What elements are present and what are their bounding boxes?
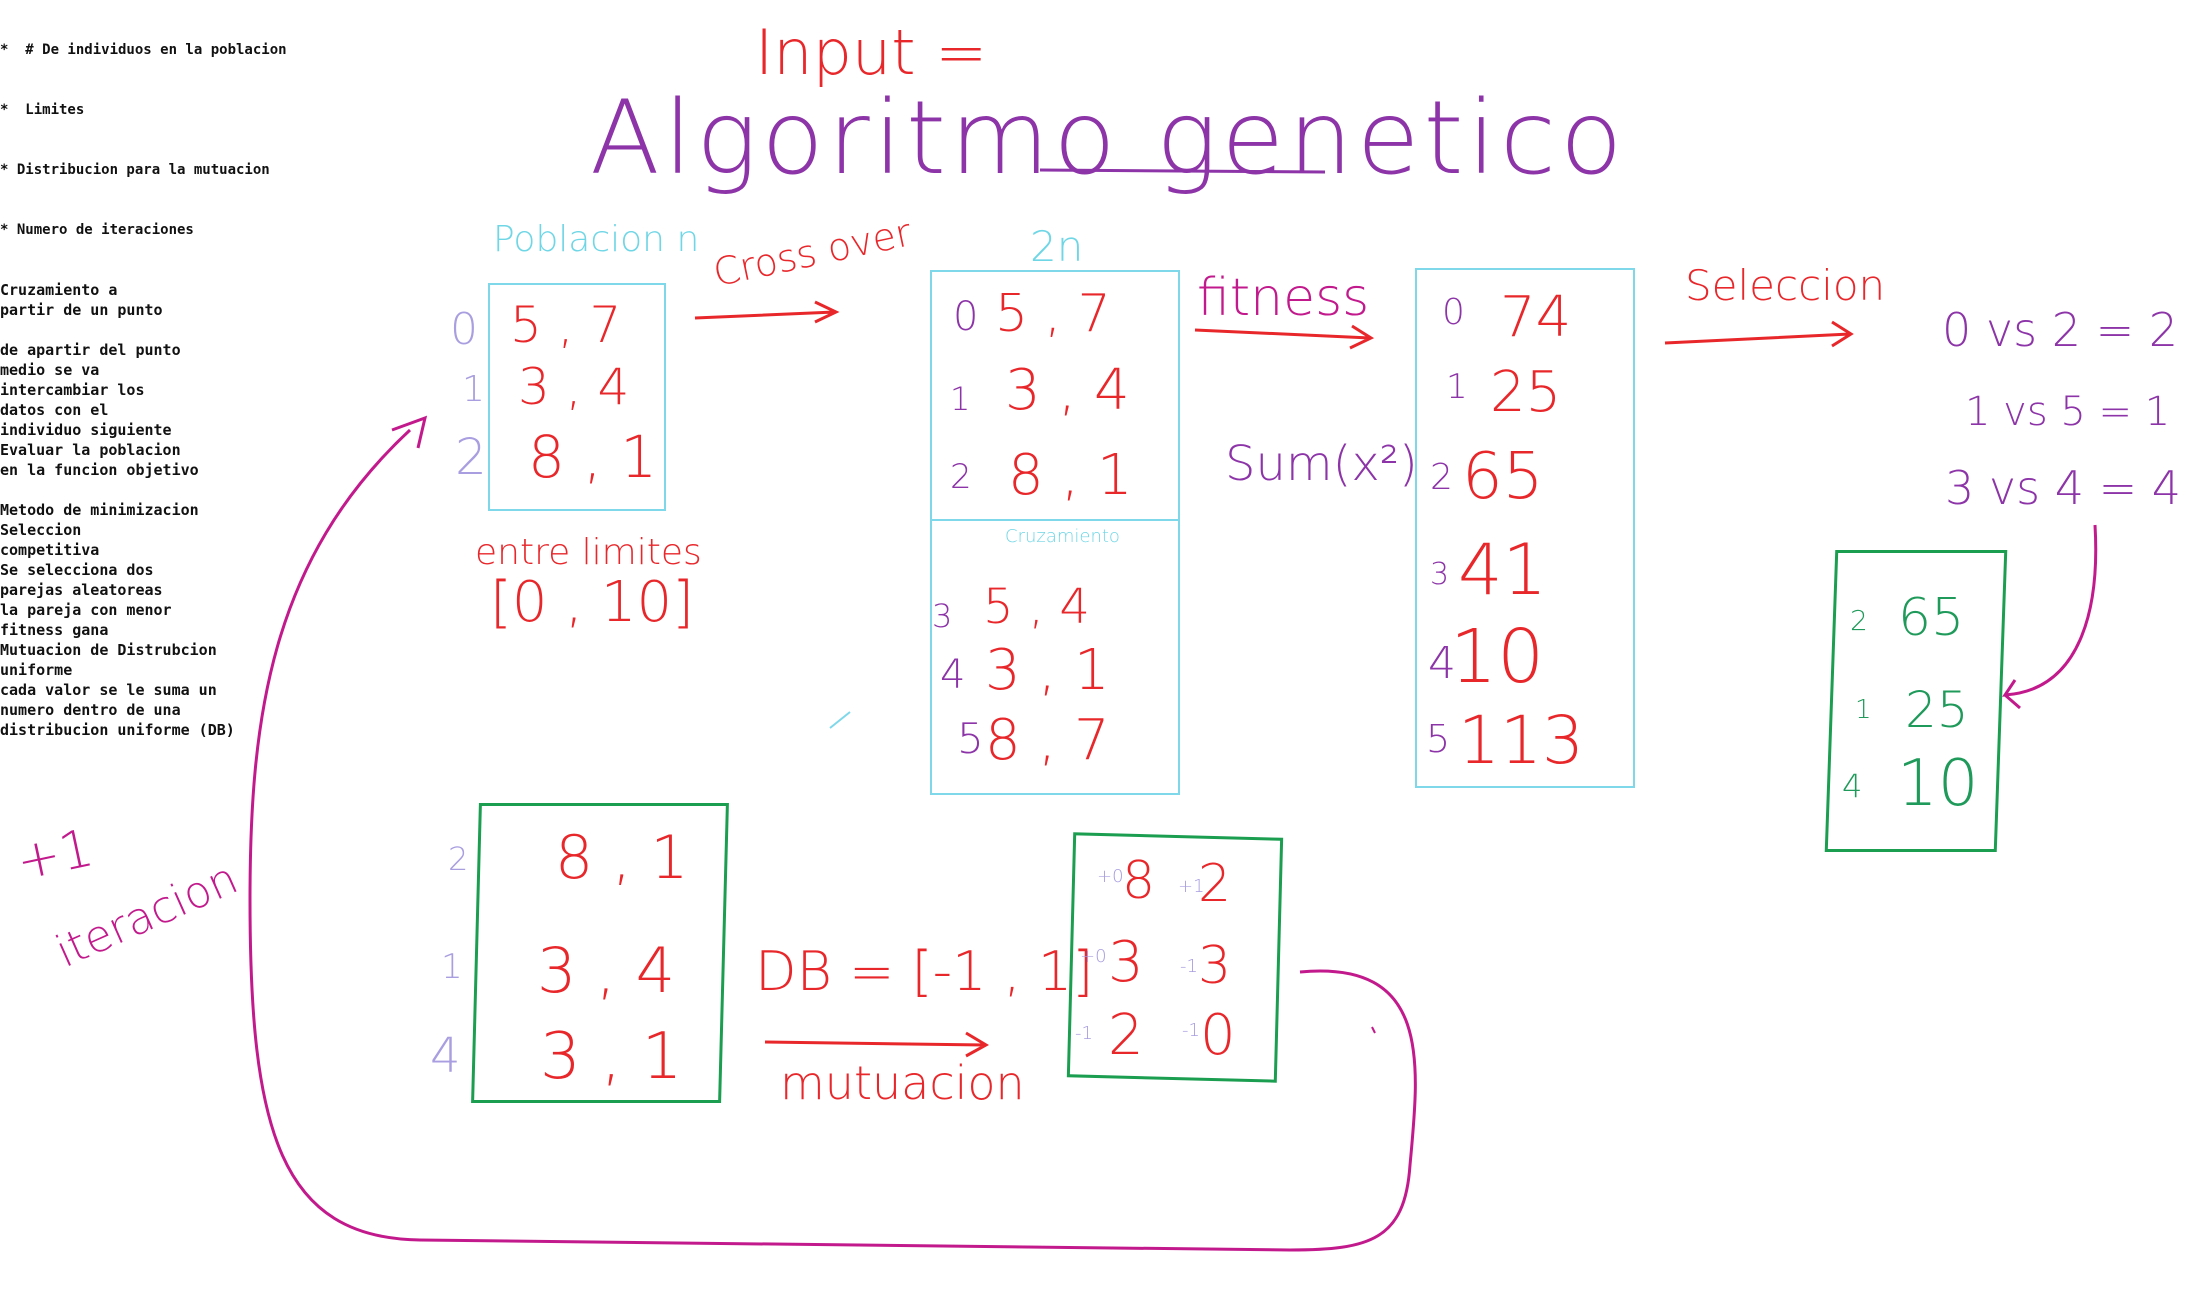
input-item: * Limites: [0, 102, 85, 118]
doubled-index: 2: [950, 457, 972, 497]
fitness-index: 2: [1430, 457, 1453, 498]
crossover-divider-label: Cruzamiento: [1005, 526, 1120, 547]
doubled-index: 0: [953, 294, 979, 340]
fitness-value: 113: [1458, 702, 1584, 779]
doubled-population-box: [930, 270, 1180, 795]
selected-population-row: 3 , 4: [537, 934, 676, 1007]
fitness-index: 3: [1430, 557, 1450, 592]
mutated-value: 3: [1198, 936, 1232, 996]
fitness-value: 74: [1500, 285, 1572, 350]
input-item: * Distribucion para la mutuacion: [0, 162, 270, 178]
population-box: [488, 283, 666, 511]
fitness-formula: Sum(x²): [1225, 436, 1418, 492]
mutated-value: 3: [1108, 930, 1144, 995]
population-index: 2: [455, 428, 487, 486]
fitness-label: fitness: [1197, 268, 1370, 328]
crossover-arrow: [694, 300, 840, 324]
selected-fitness-index: 1: [1855, 695, 1872, 725]
mutation-delta: -1: [1075, 1023, 1093, 1044]
population-row: 3 , 4: [518, 358, 630, 416]
stray-mark-1: [829, 711, 851, 729]
mutated-value: 0: [1200, 1003, 1236, 1068]
population-index: 0: [450, 304, 478, 355]
mutated-value: 2: [1198, 854, 1232, 914]
selection-note: Seleccion competitiva Se selecciona dos …: [0, 521, 172, 639]
stray-mark-2: [1371, 1026, 1376, 1034]
mutation-label: mutuacion: [780, 1056, 1025, 1110]
fitness-note: Evaluar la poblacion en la funcion objet…: [0, 441, 199, 519]
page-title: Algoritmo genetico: [590, 79, 1627, 198]
iteration-loop: [248, 415, 1417, 1252]
selected-fitness-value: 25: [1905, 681, 1969, 739]
iteration-plus: +1: [11, 818, 99, 893]
selected-population-index: 4: [430, 1028, 461, 1084]
input-label: Input =: [755, 16, 988, 89]
doubled-row: 8 , 1: [1008, 443, 1133, 508]
selection-match: 3 vs 4 = 4: [1945, 461, 2182, 515]
selection-arrow: [1664, 320, 1854, 348]
mutation-arrow: [764, 1031, 990, 1058]
fitness-arrow: [1194, 324, 1375, 350]
crossed-index: 3: [932, 597, 953, 635]
selection-match: 1 vs 5 = 1: [1965, 389, 2171, 435]
fitness-value: 65: [1462, 440, 1544, 514]
crossover-note: Cruzamiento a partir de un punto de apar…: [0, 281, 181, 439]
selected-fitness-index: 4: [1842, 767, 1863, 805]
crossed-row: 5 , 4: [983, 579, 1090, 635]
selected-population-row: 3 , 1: [540, 1020, 683, 1094]
fitness-index: 4: [1428, 638, 1456, 689]
mutated-value: 2: [1108, 1003, 1144, 1068]
crossed-index: 5: [957, 714, 984, 763]
population-label: Poblacion n: [493, 219, 700, 260]
selected-fitness-value: 65: [1898, 588, 1965, 648]
mutation-delta: -1: [1182, 1020, 1200, 1041]
doubled-index: 1: [950, 380, 971, 418]
selected-fitness-value: 10: [1897, 747, 1979, 821]
input-item: * Numero de iteraciones: [0, 222, 194, 238]
mutation-delta: -1: [1180, 956, 1198, 977]
population-row: 8 , 1: [528, 423, 658, 491]
doubled-row: 5 , 7: [995, 284, 1111, 344]
selected-population-index: 1: [441, 947, 463, 987]
mutation-delta: +1: [1178, 876, 1205, 897]
population-row: 5 , 7: [510, 296, 622, 354]
fitness-value: 25: [1490, 360, 1562, 425]
mutation-distribution: DB = [-1 , 1]: [755, 940, 1094, 1003]
limits-label: entre limites: [475, 532, 702, 573]
mutation-delta: +0: [1080, 946, 1107, 967]
fitness-index: 0: [1442, 292, 1465, 333]
underline-title: [1039, 168, 1326, 174]
doubled-population-label: 2n: [1030, 222, 1084, 271]
selection-to-box-arrow: [2002, 524, 2098, 710]
crossover-divider: [930, 519, 1180, 521]
selected-population-index: 2: [448, 840, 469, 878]
fitness-value: 10: [1450, 614, 1545, 700]
population-index: 1: [462, 369, 485, 410]
input-list: * # De individuos en la poblacion * Limi…: [0, 0, 2204, 280]
crossed-index: 4: [940, 652, 966, 698]
selected-fitness-index: 2: [1850, 604, 1868, 637]
selection-label: Seleccion: [1685, 261, 1886, 310]
fitness-index: 5: [1426, 717, 1451, 761]
mutation-delta: +0: [1097, 866, 1124, 887]
limits-value: [0 , 10]: [490, 570, 694, 635]
fitness-value: 41: [1458, 529, 1548, 611]
doubled-row: 3 , 4: [1005, 358, 1130, 423]
crossed-row: 8 , 7: [985, 708, 1110, 773]
selection-match: 0 vs 2 = 2: [1942, 303, 2179, 357]
fitness-box: [1415, 268, 1635, 788]
fitness-index: 1: [1446, 367, 1468, 407]
crossed-row: 3 , 1: [985, 638, 1110, 703]
input-item: * # De individuos en la poblacion: [0, 42, 287, 58]
mutation-note: Mutuacion de Distrubcion uniforme cada v…: [0, 641, 235, 739]
mutated-value: 8: [1122, 851, 1156, 911]
selected-population-row: 8 , 1: [555, 823, 689, 893]
